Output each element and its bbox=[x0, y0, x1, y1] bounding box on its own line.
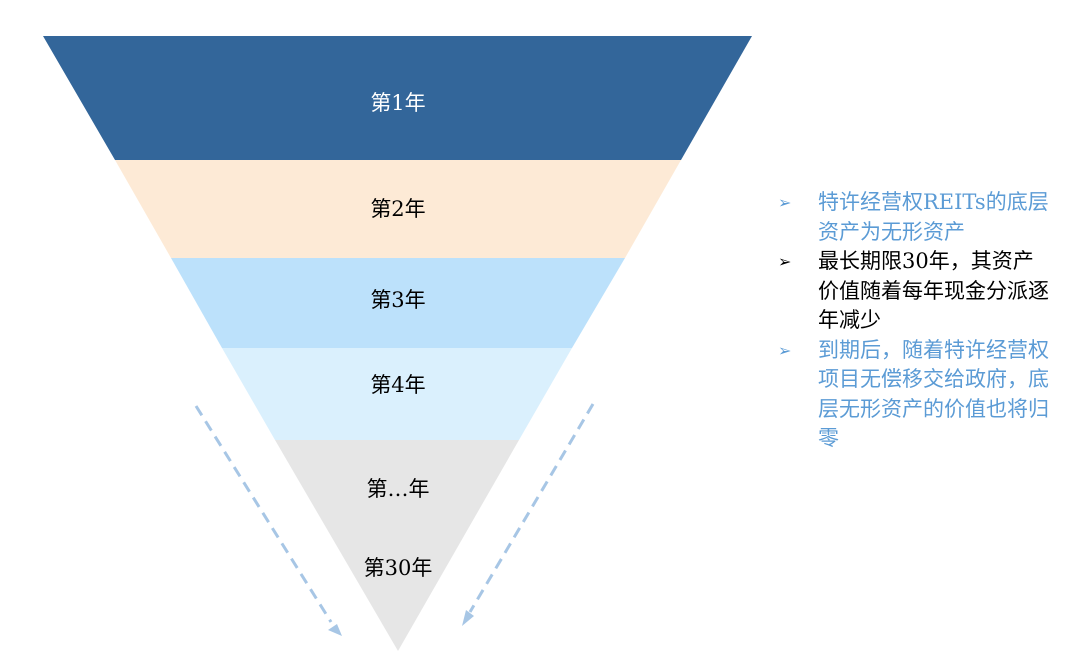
notes-list: ➢ 特许经营权REITs的底层资产为无形资产 ➢ 最长期限30年，其资产价值随着… bbox=[778, 188, 1068, 454]
funnel-stage-5a-label: 第…年 bbox=[367, 477, 430, 501]
funnel-stage-1-label: 第1年 bbox=[370, 91, 425, 115]
arrow-bullet-icon: ➢ bbox=[778, 340, 792, 360]
note-text-1: 特许经营权REITs的底层资产为无形资产 bbox=[818, 190, 1049, 244]
right-arrow-shaft bbox=[468, 403, 595, 613]
funnel-stage-2-label: 第2年 bbox=[370, 197, 425, 221]
funnel-stage-1 bbox=[43, 36, 752, 160]
left-arrow-shaft bbox=[194, 405, 333, 623]
note-item-3: ➢ 到期后，随着特许经营权项目无偿移交给政府，底层无形资产的价值也将归零 bbox=[778, 336, 1068, 454]
right-dashed-arrow bbox=[462, 403, 595, 626]
right-arrow-head bbox=[462, 610, 474, 626]
funnel-stage-3 bbox=[171, 258, 625, 348]
funnel-stage-5b-label: 第30年 bbox=[364, 556, 433, 580]
note-text-3: 到期后，随着特许经营权项目无偿移交给政府，底层无形资产的价值也将归零 bbox=[818, 337, 1049, 451]
funnel-stage-4 bbox=[222, 348, 572, 440]
funnel-stage-3-label: 第3年 bbox=[370, 288, 425, 312]
left-dashed-arrow bbox=[194, 405, 342, 636]
note-item-2: ➢ 最长期限30年，其资产价值随着每年现金分派逐年减少 bbox=[778, 247, 1068, 336]
arrow-bullet-icon: ➢ bbox=[778, 193, 792, 212]
funnel-stage-4-label: 第4年 bbox=[370, 373, 425, 397]
note-text-2: 最长期限30年，其资产价值随着每年现金分派逐年减少 bbox=[818, 249, 1049, 332]
left-arrow-head bbox=[328, 624, 342, 636]
funnel-stage-2 bbox=[115, 160, 681, 258]
funnel-stage-5 bbox=[275, 440, 519, 651]
note-item-1: ➢ 特许经营权REITs的底层资产为无形资产 bbox=[778, 188, 1068, 247]
arrow-bullet-icon: ➢ bbox=[778, 252, 792, 271]
